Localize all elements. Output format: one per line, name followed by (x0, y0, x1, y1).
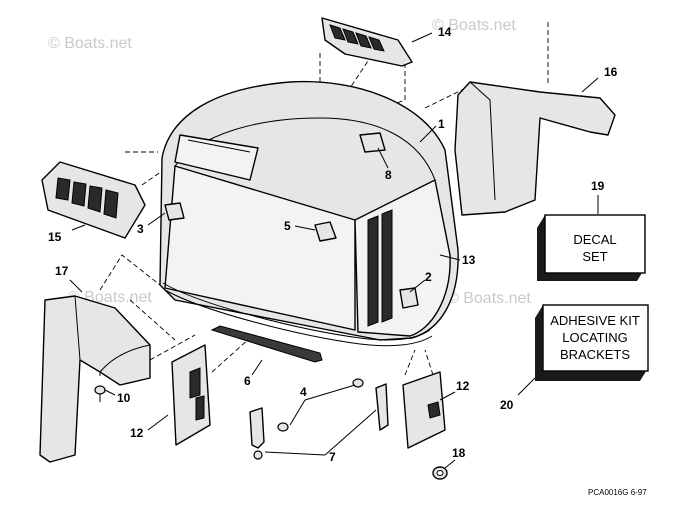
part-20-adhesive-kit-box: ADHESIVE KIT LOCATING BRACKETS (535, 304, 649, 381)
callout-2: 2 (425, 270, 432, 284)
callout-8: 8 (385, 168, 392, 182)
part-4-screw-left (277, 422, 289, 432)
part-14-top-vent (321, 17, 413, 67)
part-2-decal (399, 287, 419, 309)
part-18-nut (432, 466, 448, 480)
part-15-side-vent (41, 161, 146, 239)
callout-10: 10 (117, 391, 131, 405)
callout-17: 17 (55, 264, 69, 278)
callout-3: 3 (137, 222, 144, 236)
decal-label-line1: DECAL (573, 232, 616, 247)
callout-6: 6 (244, 374, 251, 388)
leader-lines (69, 32, 599, 469)
callout-numbers: 14 16 1 8 3 5 19 15 13 2 17 6 4 12 10 20… (48, 25, 618, 464)
watermark-mid-right: © Boats.net (447, 290, 531, 307)
callout-13: 13 (462, 253, 476, 267)
part-7-latch-left (249, 407, 265, 460)
part-12-bracket-left (171, 344, 211, 446)
part-16-rear-cover (454, 81, 616, 216)
callout-18: 18 (452, 446, 466, 460)
part-5-decal (314, 221, 337, 242)
drawing-code: PCA0016G 6-97 (588, 488, 647, 497)
callout-20: 20 (500, 398, 514, 412)
callout-15: 15 (48, 230, 62, 244)
callout-7: 7 (329, 450, 336, 464)
callout-1: 1 (438, 117, 445, 131)
callout-5: 5 (284, 219, 291, 233)
callout-12-right: 12 (456, 379, 470, 393)
watermark-top-left: © Boats.net (48, 35, 132, 52)
adhesive-label-line3: BRACKETS (560, 347, 630, 362)
callout-16: 16 (604, 65, 618, 79)
part-7-latch-right (375, 383, 389, 431)
part-17-side-cover (39, 295, 151, 463)
callout-14: 14 (438, 25, 452, 39)
decal-label-line2: SET (582, 249, 607, 264)
part-6-seal-strip (210, 325, 323, 363)
watermark-top-right: © Boats.net (432, 17, 516, 34)
part-4-screw-right (352, 378, 364, 388)
part-3-decal (164, 202, 185, 221)
part-12-bracket-right (402, 371, 446, 449)
callout-12-left: 12 (130, 426, 144, 440)
part-8-decal (359, 132, 386, 153)
callout-19: 19 (591, 179, 605, 193)
part-10-screw (94, 385, 106, 402)
part-19-decal-set-box: DECAL SET (537, 214, 646, 281)
callout-4: 4 (300, 385, 307, 399)
adhesive-label-line1: ADHESIVE KIT (550, 313, 640, 328)
adhesive-label-line2: LOCATING (562, 330, 628, 345)
